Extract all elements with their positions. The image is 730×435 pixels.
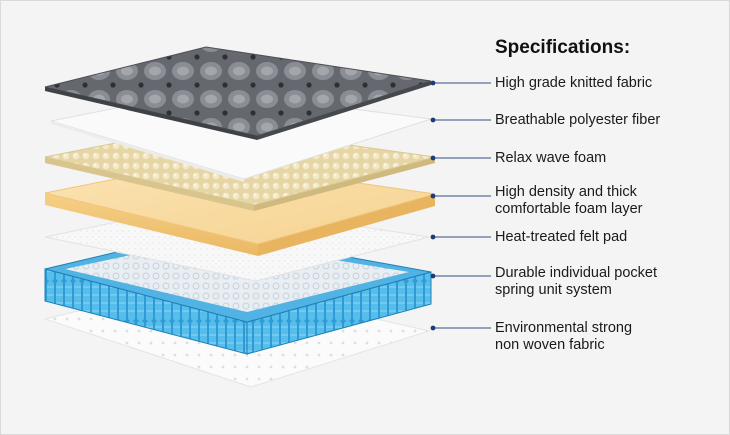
- leader-lines: [430, 80, 491, 331]
- label-wave-foam: Relax wave foam: [495, 150, 607, 166]
- label-pocket-spring: Durable individual pocket spring unit sy…: [495, 265, 658, 298]
- label-polyester-fiber: Breathable polyester fiber: [495, 112, 661, 128]
- label-knitted-fabric: High grade knitted fabric: [495, 75, 653, 91]
- layer-knitted-fabric: [44, 46, 432, 140]
- label-non-woven: Environmental strong non woven fabric: [495, 320, 633, 353]
- label-felt-pad: Heat-treated felt pad: [495, 229, 628, 245]
- label-density-foam: High density and thick comfortable foam …: [495, 184, 643, 217]
- specifications-title: Specifications:: [495, 37, 631, 58]
